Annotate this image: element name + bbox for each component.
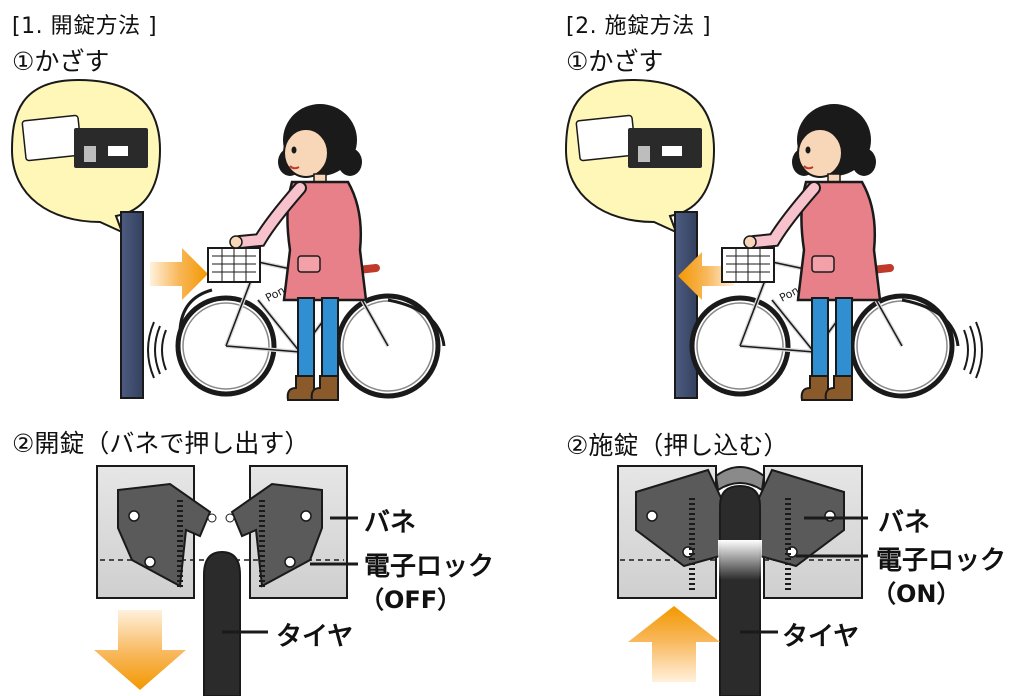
lock-mechanism bbox=[617, 465, 868, 696]
unlock-lock-label: 電子ロック bbox=[364, 552, 495, 582]
lock-spring-label: バネ bbox=[878, 508, 931, 538]
lock-state-label: （ON） bbox=[872, 580, 961, 608]
unlock-step1-label: ①かざす bbox=[12, 47, 110, 76]
lock-lock-label: 電子ロック bbox=[876, 546, 1007, 576]
unlock-direction-arrow bbox=[150, 248, 208, 300]
unlock-tire-label: タイヤ bbox=[276, 622, 354, 652]
lock-push-arrow bbox=[628, 606, 720, 682]
unlock-step2-label: ②開錠（バネで押し出す） bbox=[12, 429, 310, 458]
unlock-mechanism bbox=[94, 465, 358, 696]
lock-section-title: [2. 施錠方法 ] bbox=[566, 14, 712, 39]
lock-tire-label: タイヤ bbox=[782, 622, 860, 652]
lock-scene: Ponocle bbox=[564, 78, 983, 420]
unlock-spring-label: バネ bbox=[364, 508, 417, 538]
unlock-reader-pillar bbox=[120, 211, 144, 399]
unlock-bicycle bbox=[175, 247, 446, 399]
unlock-callout-bubble bbox=[10, 78, 162, 234]
lock-bicycle bbox=[689, 247, 960, 399]
unlock-release-arrow bbox=[94, 610, 186, 690]
unlock-section-title: [1. 開錠方法 ] bbox=[12, 14, 158, 39]
lock-step1-label: ①かざす bbox=[566, 47, 664, 76]
lock-step2-label: ②施錠（押し込む） bbox=[566, 431, 789, 460]
lock-callout-bubble bbox=[564, 78, 716, 234]
lock-direction-arrow bbox=[678, 252, 734, 300]
unlock-state-label: （OFF） bbox=[360, 586, 462, 614]
unlock-scene: Ponocle bbox=[10, 78, 446, 420]
